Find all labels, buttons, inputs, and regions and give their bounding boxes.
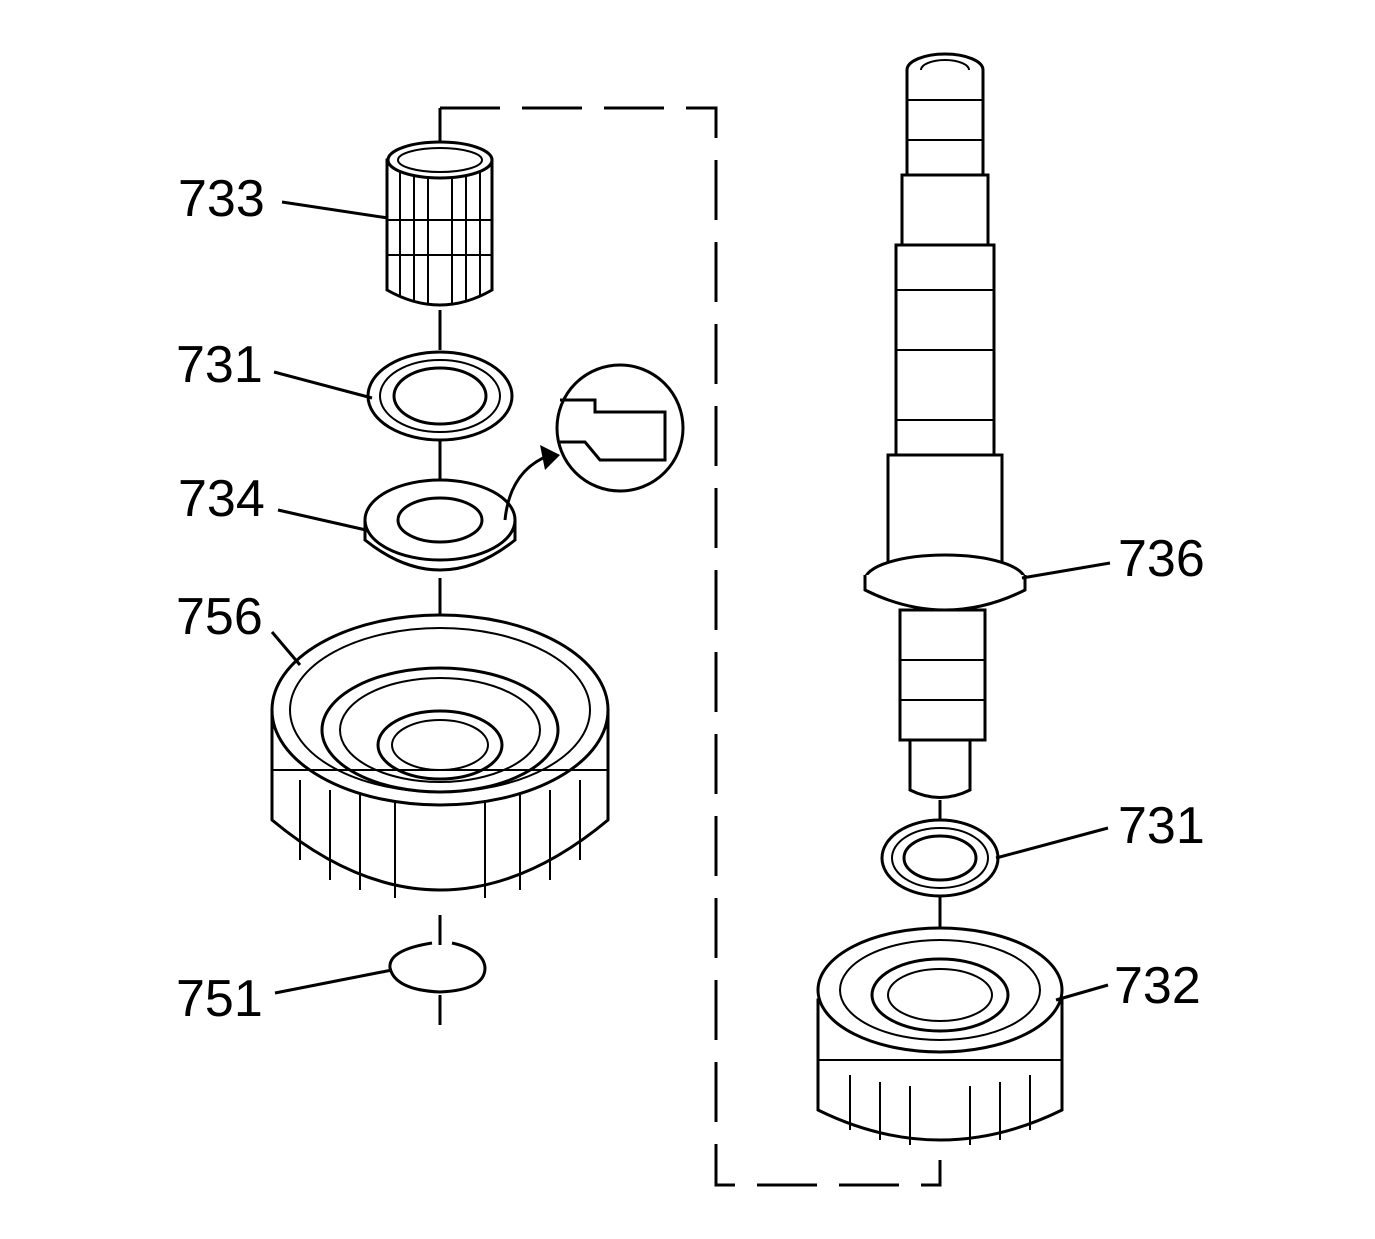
thrust-bearing-731-lower bbox=[880, 818, 1000, 898]
leader-lines bbox=[270, 200, 1111, 1002]
callout-751: 751 bbox=[176, 970, 263, 1028]
callout-733: 733 bbox=[178, 170, 265, 228]
callout-731-right: 731 bbox=[1118, 797, 1205, 855]
clutch-drum-756 bbox=[270, 613, 610, 898]
callout-732: 732 bbox=[1114, 957, 1201, 1015]
callout-734: 734 bbox=[178, 470, 265, 528]
thrust-bearing-731-upper bbox=[366, 350, 514, 442]
detail-inset bbox=[503, 363, 685, 521]
alignment-bracket bbox=[440, 106, 942, 1187]
gear-732 bbox=[816, 926, 1064, 1145]
callout-756: 756 bbox=[176, 588, 263, 646]
needle-bearing-733 bbox=[385, 140, 494, 307]
shaft-736 bbox=[863, 52, 1027, 799]
snap-ring-751 bbox=[388, 941, 487, 994]
callout-731-left: 731 bbox=[176, 336, 263, 394]
callout-736: 736 bbox=[1118, 530, 1205, 588]
thrust-washer-734 bbox=[363, 478, 517, 572]
